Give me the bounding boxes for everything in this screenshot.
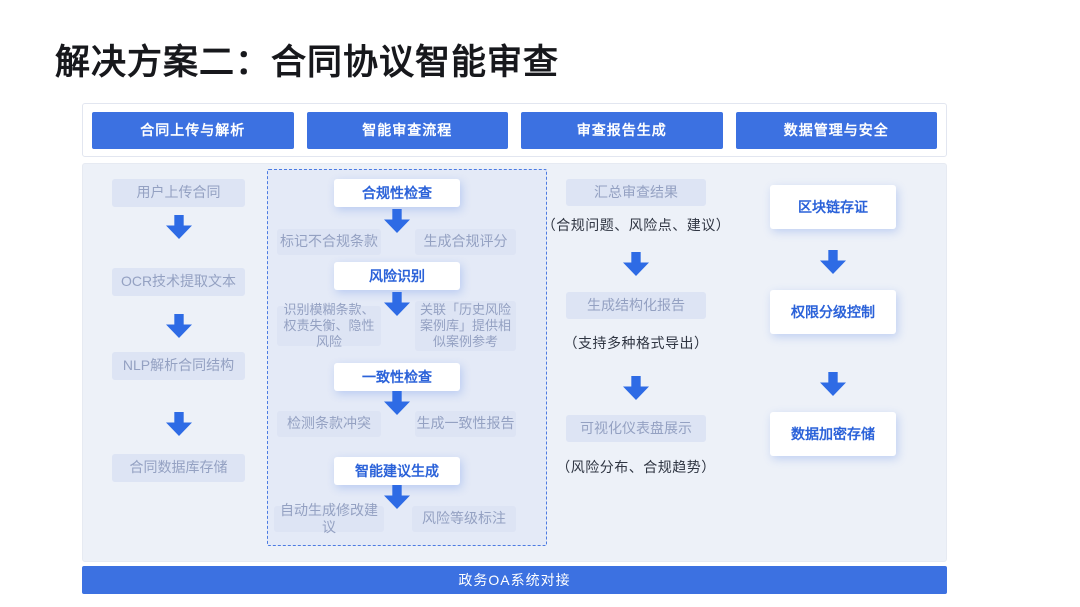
down-arrow-icon (820, 372, 846, 396)
review-flow-container: 合规性检查 标记不合规条款 生成合规评分 风险识别 识别模糊条款、权责失衡、隐性… (267, 169, 547, 546)
node-history-case-library: 关联「历史风险案例库」提供相似案例参考 (415, 301, 516, 351)
node-user-upload: 用户上传合同 (112, 179, 245, 207)
tab-contract-upload: 合同上传与解析 (92, 111, 294, 149)
down-arrow-icon (384, 391, 410, 415)
node-consistency-check: 一致性检查 (334, 363, 460, 391)
node-risk-identification: 风险识别 (334, 262, 460, 290)
node-dashboard-display: 可视化仪表盘展示 (566, 415, 706, 442)
node-permission-control: 权限分级控制 (770, 290, 896, 334)
node-mark-noncompliant: 标记不合规条款 (277, 229, 381, 255)
node-vague-clauses: 识别模糊条款、权责失衡、隐性风险 (277, 302, 381, 349)
node-ocr-extract: OCR技术提取文本 (112, 268, 245, 296)
node-risk-level-label: 风险等级标注 (412, 506, 516, 532)
node-db-storage: 合同数据库存储 (112, 454, 245, 482)
down-arrow-icon (384, 485, 410, 509)
down-arrow-icon (623, 376, 649, 400)
node-summarize-results: 汇总审查结果 (566, 179, 706, 206)
down-arrow-icon (820, 250, 846, 274)
footer-oa-integration: 政务OA系统对接 (82, 566, 947, 594)
node-clause-conflict: 检测条款冲突 (277, 411, 381, 437)
tab-bar: 合同上传与解析 智能审查流程 审查报告生成 数据管理与安全 (82, 103, 947, 157)
node-compliance-check: 合规性检查 (334, 179, 460, 207)
down-arrow-icon (166, 215, 192, 239)
down-arrow-icon (384, 209, 410, 233)
note-risk-trend: （风险分布、合规趋势） (556, 459, 716, 475)
tab-report-generation: 审查报告生成 (521, 111, 723, 149)
tab-review-process: 智能审查流程 (306, 111, 508, 149)
node-nlp-parse: NLP解析合同结构 (112, 352, 245, 380)
node-blockchain-evidence: 区块链存证 (770, 185, 896, 229)
down-arrow-icon (166, 314, 192, 338)
node-smart-suggestion: 智能建议生成 (334, 457, 460, 485)
node-compliance-score: 生成合规评分 (415, 229, 516, 255)
node-consistency-report: 生成一致性报告 (415, 411, 516, 437)
flow-panel: 用户上传合同 OCR技术提取文本 NLP解析合同结构 合同数据库存储 合规性检查… (82, 163, 947, 562)
down-arrow-icon (384, 292, 410, 316)
node-structured-report: 生成结构化报告 (566, 292, 706, 319)
down-arrow-icon (623, 252, 649, 276)
tab-data-security: 数据管理与安全 (735, 111, 937, 149)
page-title: 解决方案二：合同协议智能审查 (55, 43, 560, 82)
down-arrow-icon (166, 412, 192, 436)
note-export: （支持多种格式导出） (563, 335, 709, 351)
note-summarize: （合规问题、风险点、建议） (541, 217, 731, 233)
node-encrypted-storage: 数据加密存储 (770, 412, 896, 456)
node-auto-suggestion: 自动生成修改建议 (274, 502, 384, 535)
